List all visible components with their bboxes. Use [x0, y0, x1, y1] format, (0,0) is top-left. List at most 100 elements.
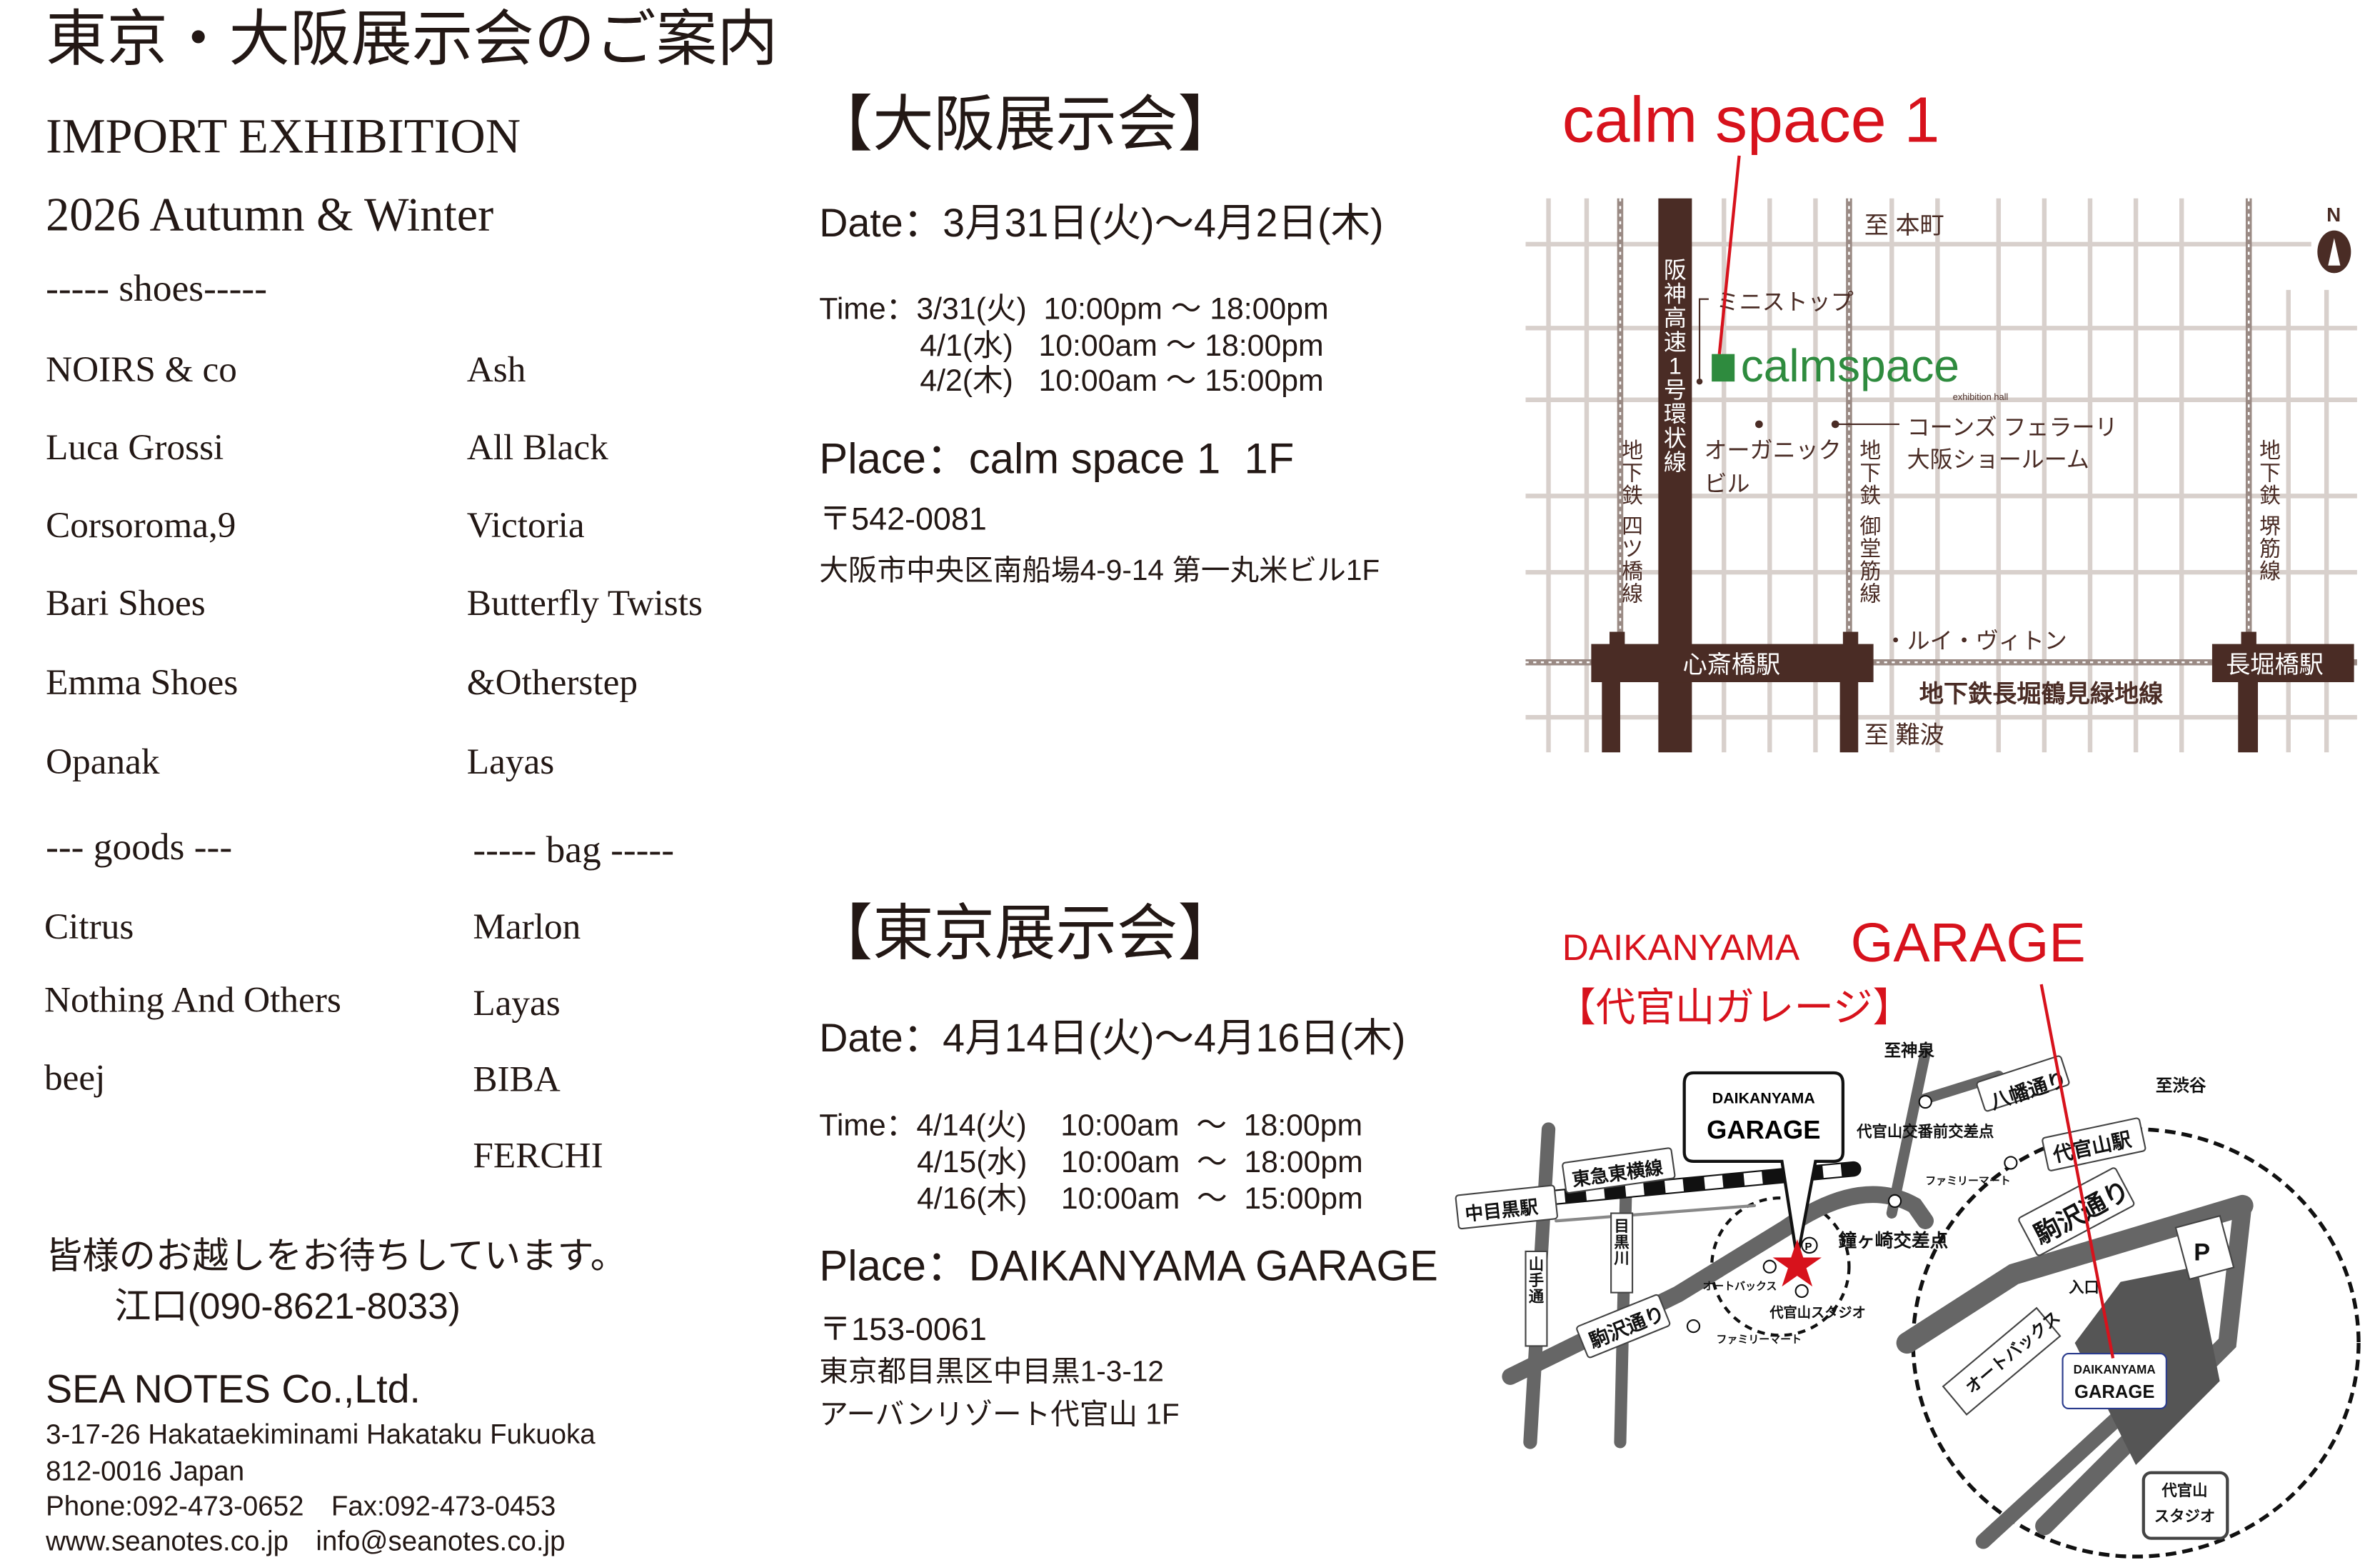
calmspace-marker-icon	[1712, 354, 1735, 382]
osaka-time-3: 4/2(木) 10:00am ～ 15:00pm	[920, 364, 1324, 399]
shoe-brand: Corsoroma,9	[46, 506, 236, 546]
company-address: 3-17-26 Hakataekiminami Hakataku Fukuoka	[46, 1419, 596, 1450]
label-daikanyama-studio-small: 代官山スタジオ	[1769, 1304, 1866, 1321]
shoe-brand: Emma Shoes	[46, 664, 238, 704]
map-garage-big: GARAGE	[2074, 1382, 2154, 1402]
osaka-date: Date：3月31日(火)～4月2日(木)	[819, 199, 1384, 246]
callout-garage: GARAGE	[1707, 1115, 1820, 1144]
page-title: 東京・大阪展示会のご案内	[46, 6, 778, 74]
label-osaka-showroom: 大阪ショールーム	[1907, 446, 2089, 472]
osaka-address: 大阪市中央区南船場4-9-14 第一丸米ビル1F	[819, 555, 1380, 588]
label-familymart-2: ファミリーマート	[1717, 1334, 1802, 1346]
shoe-brand: Luca Grossi	[46, 429, 224, 469]
shoe-brand: Butterfly Twists	[466, 584, 703, 624]
label-ministop: ミニストップ	[1717, 289, 1854, 315]
label-midosuji-line: 地下鉄御堂筋線	[1859, 439, 1881, 606]
label-autobacs-small: オートバックス	[1702, 1280, 1777, 1292]
season: 2026 Autumn & Winter	[46, 187, 494, 241]
tokyo-heading: 【東京展示会】	[811, 900, 1239, 968]
tokyo-address-2: アーバンリゾート代官山 1F	[819, 1399, 1180, 1432]
welcome-message: 皆様のお越しをお待ちしています。	[46, 1236, 627, 1278]
shinsaibashi-station	[1591, 644, 1874, 683]
label-organic-building: オーガニック	[1704, 437, 1841, 463]
label-north: N	[2326, 204, 2341, 226]
label-studio-box-1: 代官山	[2161, 1481, 2207, 1499]
label-koban-intersection: 代官山交番前交差点	[1856, 1123, 1994, 1141]
tokyo-address-1: 東京都目黒区中目黒1-3-12	[819, 1356, 1165, 1389]
tokyo-venue-title-jp: 【代官山ガレージ】	[1556, 984, 1913, 1031]
tokyo-place: Place：DAIKANYAMA GARAGE	[819, 1242, 1438, 1290]
osaka-postal: 〒542-0081	[819, 501, 987, 538]
label-entrance: 入口	[2069, 1279, 2099, 1296]
label-autobacs-large: オートバックス	[1962, 1308, 2064, 1397]
label-yamate-dori: 山手通	[1529, 1256, 1545, 1306]
label-to-shibuya: 至渋谷	[2156, 1076, 2206, 1095]
callout-daikanyama: DAIKANYAMA	[1712, 1090, 1815, 1107]
label-cornes-ferrari: コーンズ フェラーリ	[1907, 414, 2118, 440]
label-shinsaibashi: 心斎橋駅	[1683, 651, 1781, 679]
tokyo-venue-title-big: GARAGE	[1850, 911, 2086, 974]
contact-person: 江口(090-8621-8033)	[114, 1286, 461, 1328]
osaka-heading: 【大阪展示会】	[811, 91, 1239, 159]
shoe-brand: NOIRS & co	[46, 351, 237, 391]
tokyo-venue-title-small: DAIKANYAMA	[1562, 927, 1800, 969]
tokyo-map: DAIKANYAMA GARAGE P 至神泉 至渋谷 八幡通り 代官山交番前交…	[1455, 984, 2361, 1559]
bag-brand: Layas	[473, 984, 561, 1024]
calmspace-logo-sub: exhibition hall	[1953, 391, 2009, 402]
parking-icon: P	[2194, 1239, 2210, 1266]
tokyo-pointer-line	[2039, 984, 2115, 1359]
label-nagahoribashi: 長堀橋駅	[2226, 651, 2324, 679]
company-web-email[interactable]: www.seanotes.co.jp info@seanotes.co.jp	[46, 1526, 566, 1557]
goods-heading: --- goods ---	[46, 826, 233, 869]
company-phone-fax: Phone:092-473-0652 Fax:092-473-0453	[46, 1491, 556, 1522]
company-name: SEA NOTES Co.,Ltd.	[46, 1366, 421, 1412]
map-garage-small: DAIKANYAMA	[2074, 1363, 2156, 1376]
label-louis-vuitton: ・ルイ・ヴィトン	[1884, 628, 2067, 654]
event-name: IMPORT EXHIBITION	[46, 108, 521, 164]
bag-brand: FERCHI	[473, 1136, 603, 1177]
label-to-honmachi: 至 本町	[1864, 212, 1944, 239]
nagahoribashi-station	[2211, 644, 2354, 683]
tokyo-time-3: 4/16(木) 10:00am ～ 15:00pm	[917, 1182, 1363, 1216]
tokyo-time-1: Time：4/14(火) 10:00am ～ 18:00pm	[819, 1109, 1363, 1144]
label-sakaisuji-line: 地下鉄堺筋線	[2259, 439, 2281, 584]
osaka-time-1: Time：3/31(火) 10:00pm ～ 18:00pm	[819, 293, 1329, 327]
shoe-brand: Victoria	[466, 506, 585, 546]
label-to-shinsen: 至神泉	[1884, 1040, 1935, 1059]
label-familymart-1: ファミリーマート	[1925, 1175, 2011, 1187]
shoe-brand: Opanak	[46, 743, 160, 784]
label-nagahori-line: 地下鉄長堀鶴見緑地線	[1919, 680, 2164, 708]
company-postal: 812-0016 Japan	[46, 1456, 245, 1486]
bag-heading: ----- bag -----	[473, 830, 675, 871]
osaka-pointer-line	[1717, 155, 1741, 354]
tokyo-postal: 〒153-0061	[819, 1312, 987, 1348]
label-organic-building-2: ビル	[1704, 471, 1749, 496]
shoe-brand: Ash	[466, 351, 526, 391]
label-studio-box-2: スタジオ	[2154, 1508, 2215, 1525]
bag-brand: BIBA	[473, 1060, 561, 1101]
label-to-namba: 至 難波	[1864, 721, 1944, 749]
tokyo-time-2: 4/15(水) 10:00am ～ 18:00pm	[917, 1146, 1363, 1180]
garage-callout: DAIKANYAMA GARAGE	[1682, 1071, 1845, 1260]
label-meguro-river: 目黒川	[1613, 1218, 1629, 1267]
shoe-brand: Bari Shoes	[46, 584, 206, 624]
osaka-place: Place：calm space 1 1F	[819, 434, 1295, 483]
bag-brand: Marlon	[473, 908, 581, 948]
goods-brand: Citrus	[44, 908, 134, 948]
goods-brand: beej	[44, 1059, 106, 1099]
tokyo-date: Date：4月14日(火)～4月16日(木)	[819, 1014, 1406, 1061]
svg-text:P: P	[1804, 1241, 1812, 1253]
calmspace-logo: calmspace	[1741, 340, 1959, 391]
organic-building-dot	[1755, 420, 1763, 429]
shoe-brand: Layas	[466, 743, 555, 784]
osaka-time-2: 4/1(水) 10:00am ～ 18:00pm	[920, 329, 1324, 364]
label-yotsubashi-line: 地下鉄四ツ橋線	[1622, 439, 1643, 606]
shoes-heading: ----- shoes-----	[46, 269, 268, 310]
goods-brand: Nothing And Others	[44, 981, 341, 1021]
label-kanegasaki-intersection: 鐘ヶ崎交差点	[1838, 1230, 1948, 1251]
shoe-brand: &Otherstep	[466, 664, 638, 704]
shoe-brand: All Black	[466, 429, 608, 469]
